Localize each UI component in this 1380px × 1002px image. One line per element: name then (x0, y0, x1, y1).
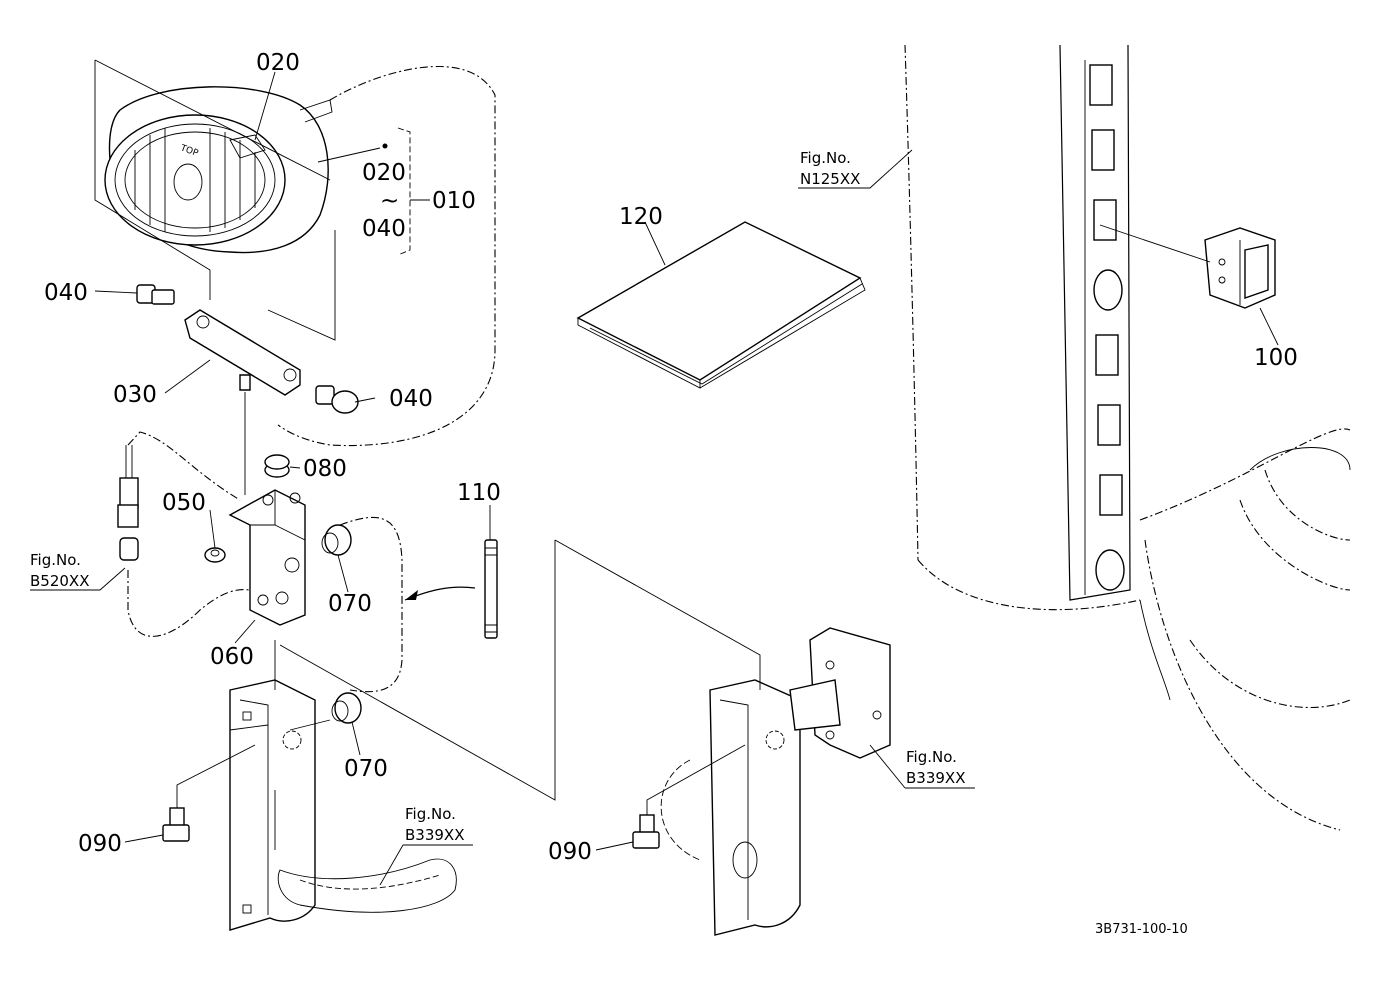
stud-110 (484, 539, 498, 639)
lamp-bracket (184, 309, 301, 396)
drawing-code: 3B731-100-10 (1095, 922, 1188, 937)
bolt-090-right (632, 814, 660, 849)
rocker-switch (1204, 227, 1276, 309)
label-120: 120 (619, 204, 663, 230)
grommet-080 (264, 454, 290, 478)
label-050: 050 (162, 490, 206, 516)
label-030: 030 (113, 382, 157, 408)
fig-ref-b339-right-code: B339XX (906, 769, 965, 787)
bolt-040-right (315, 385, 359, 414)
bolt-090-left (162, 807, 190, 842)
fig-ref-n125-code: N125XX (800, 170, 860, 188)
fig-ref-n125-title: Fig.No. (800, 149, 851, 167)
right-pillar (660, 679, 801, 936)
grommet-070-lower (331, 692, 362, 724)
fig-ref-b520-code: B520XX (30, 572, 89, 590)
label-040-left: 040 (44, 280, 88, 306)
label-010: 010 (432, 188, 476, 214)
fig-ref-b339-left-code: B339XX (405, 826, 464, 844)
label-070-upper: 070 (328, 591, 372, 617)
side-bracket (789, 627, 891, 759)
mount-bracket (228, 489, 306, 626)
label-020-range-start: 020 (362, 160, 406, 186)
label-100: 100 (1254, 345, 1298, 371)
label-020: 020 (256, 50, 300, 76)
label-110: 110 (457, 480, 501, 506)
grommet-070-upper (321, 524, 352, 556)
cab-pillar (904, 44, 1351, 831)
left-pillar (229, 679, 316, 931)
label-range-tilde: ~ (380, 188, 399, 214)
wire-connector (117, 445, 139, 561)
range-dot (382, 143, 388, 149)
operator-manual (576, 221, 866, 389)
label-060: 060 (210, 644, 254, 670)
work-lamp: TOP (104, 86, 333, 254)
label-090-left: 090 (78, 831, 122, 857)
label-090-right: 090 (548, 839, 592, 865)
nut-050 (204, 547, 226, 563)
fig-ref-b520-title: Fig.No. (30, 551, 81, 569)
label-080: 080 (303, 456, 347, 482)
label-040-range-end: 040 (362, 216, 406, 242)
fig-ref-b339-left-title: Fig.No. (405, 805, 456, 823)
bolt-040-left (136, 284, 175, 305)
fig-ref-b339-right-title: Fig.No. (906, 748, 957, 766)
label-040-right: 040 (389, 386, 433, 412)
label-070-lower: 070 (344, 756, 388, 782)
